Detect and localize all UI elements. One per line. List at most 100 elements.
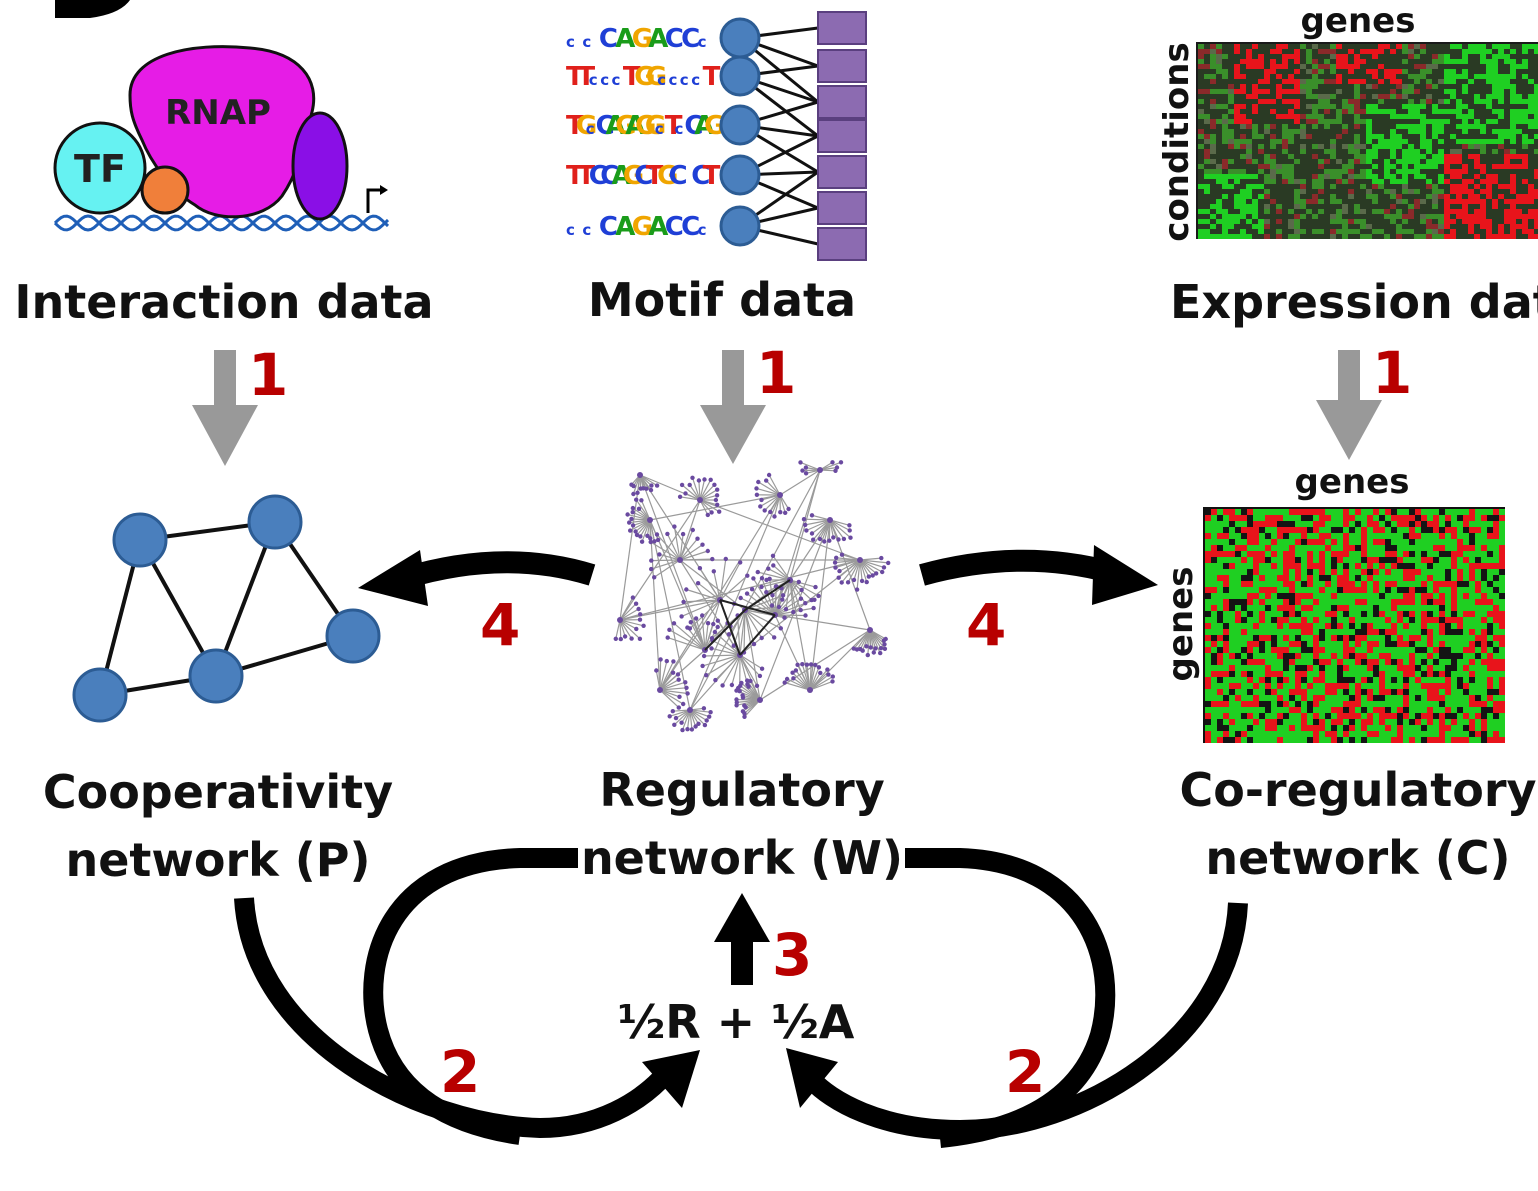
coregulatory-cell: [1379, 575, 1385, 581]
coregulatory-cell: [1337, 653, 1343, 659]
regulatory-node: [755, 569, 760, 575]
regulatory-edge: [649, 494, 781, 521]
expression-cell: [1408, 199, 1414, 204]
expression-cell: [1474, 209, 1480, 214]
expression-cell: [1318, 194, 1324, 199]
coregulatory-cell: [1373, 683, 1379, 689]
coregulatory-cell: [1223, 569, 1229, 575]
regulatory-node: [880, 569, 885, 575]
expression-cell: [1264, 64, 1270, 69]
regulatory-edge: [853, 559, 861, 581]
expression-cell: [1294, 224, 1300, 229]
expression-cell: [1240, 59, 1246, 64]
expression-cell: [1198, 139, 1204, 144]
coregulatory-cell: [1445, 689, 1451, 695]
coregulatory-cell: [1367, 611, 1373, 617]
coregulatory-cell: [1265, 653, 1271, 659]
expression-cell: [1318, 154, 1324, 159]
expression-cell: [1294, 214, 1300, 219]
coregulatory-cell: [1361, 605, 1367, 611]
expression-cell: [1324, 169, 1330, 174]
coregulatory-cell: [1481, 593, 1487, 599]
expression-cell: [1426, 199, 1432, 204]
expression-cell: [1444, 154, 1450, 159]
coregulatory-cell: [1373, 665, 1379, 671]
regulatory-node: [754, 683, 760, 688]
regulatory-edge: [649, 519, 691, 711]
coregulatory-cell: [1325, 653, 1331, 659]
coregulatory-cell: [1409, 713, 1415, 719]
coregulatory-cell: [1469, 635, 1475, 641]
coregulatory-cell: [1373, 509, 1379, 515]
regulatory-edge: [765, 480, 781, 496]
regulatory-edge: [669, 709, 691, 717]
expression-cell: [1210, 79, 1216, 84]
coregulatory-cell: [1283, 521, 1289, 527]
coregulatory-cell: [1397, 575, 1403, 581]
expression-cell: [1528, 74, 1534, 79]
motif-logo-letter: T: [623, 62, 641, 92]
coregulatory-cell: [1403, 509, 1409, 515]
coregulatory-cell: [1211, 689, 1217, 695]
expression-cell: [1276, 224, 1282, 229]
coregulatory-cell: [1235, 737, 1241, 743]
expression-cell: [1468, 229, 1474, 234]
expression-cell: [1492, 209, 1498, 214]
coregulatory-cell: [1223, 647, 1229, 653]
expression-cell: [1306, 59, 1312, 64]
coregulatory-cell: [1229, 557, 1235, 563]
coregulatory-cell: [1259, 599, 1265, 605]
regulatory-edge: [699, 567, 721, 601]
expression-cell: [1312, 204, 1318, 209]
coregulatory-cell: [1205, 509, 1211, 515]
coregulatory-cell: [1385, 575, 1391, 581]
coregulatory-cell: [1421, 701, 1427, 707]
expression-cell: [1288, 104, 1294, 109]
expression-cell: [1330, 179, 1336, 184]
expression-cell: [1240, 104, 1246, 109]
expression-cell: [1276, 74, 1282, 79]
coregulatory-cell: [1325, 575, 1331, 581]
expression-cell: [1414, 129, 1420, 134]
coregulatory-cell: [1415, 533, 1421, 539]
expression-cell: [1450, 64, 1456, 69]
expression-cell: [1288, 169, 1294, 174]
coregulatory-cell: [1421, 611, 1427, 617]
coregulatory-cell: [1235, 647, 1241, 653]
expression-cell: [1336, 214, 1342, 219]
coregulatory-cell: [1307, 683, 1313, 689]
expression-cell: [1492, 149, 1498, 154]
expression-cell: [1210, 144, 1216, 149]
coregulatory-cell: [1421, 707, 1427, 713]
coregulatory-cell: [1307, 629, 1313, 635]
expression-cell: [1294, 124, 1300, 129]
expression-cell: [1366, 84, 1372, 89]
regulatory-hub: [827, 517, 833, 523]
coregulatory-cell: [1475, 599, 1481, 605]
expression-cell: [1204, 104, 1210, 109]
expression-cell: [1492, 189, 1498, 194]
coregulatory-cell: [1481, 713, 1487, 719]
coregulatory-cell: [1259, 509, 1265, 515]
expression-cell: [1366, 59, 1372, 64]
expression-cell: [1294, 194, 1300, 199]
coregulatory-cell: [1499, 611, 1505, 617]
coregulatory-cell: [1391, 557, 1397, 563]
expression-cell: [1312, 89, 1318, 94]
regulatory-hub: [657, 687, 663, 693]
coregulatory-cell: [1205, 617, 1211, 623]
coregulatory-cell: [1289, 569, 1295, 575]
coregulatory-cell: [1253, 641, 1259, 647]
coregulatory-cell: [1265, 719, 1271, 725]
regulatory-edge: [859, 559, 868, 583]
coregulatory-cell: [1223, 509, 1229, 515]
expression-cell: [1342, 109, 1348, 114]
expression-cell: [1528, 174, 1534, 179]
expression-cell: [1282, 214, 1288, 219]
expression-cell: [1528, 179, 1534, 184]
coregulatory-cell: [1211, 587, 1217, 593]
expression-cell: [1414, 209, 1420, 214]
expression-cell: [1276, 229, 1282, 234]
expression-cell: [1240, 209, 1246, 214]
coregulatory-cell: [1331, 533, 1337, 539]
